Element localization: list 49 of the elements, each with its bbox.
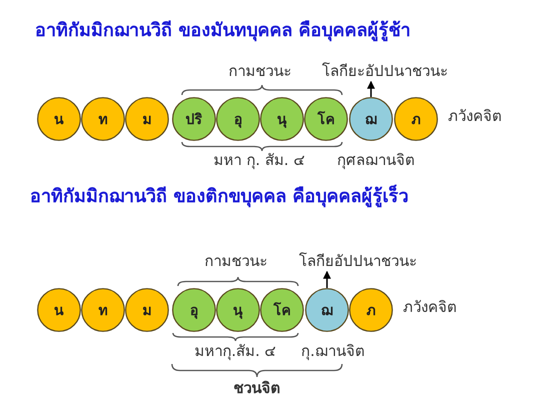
stage-label: ท bbox=[98, 111, 108, 130]
brace-label: กามชวนะ bbox=[228, 62, 292, 81]
side-label: ภวังคจิต bbox=[403, 298, 457, 317]
stage-label: อุ bbox=[234, 111, 242, 130]
stage-label: น bbox=[54, 302, 64, 321]
stage-label: นุ bbox=[277, 111, 287, 130]
stage-circle bbox=[260, 288, 304, 332]
stage-circle bbox=[216, 288, 260, 332]
stage-circle bbox=[37, 288, 81, 332]
stage-circle bbox=[81, 288, 125, 332]
stage-label: อุ bbox=[190, 302, 198, 321]
stage-circle bbox=[125, 97, 169, 141]
stage-label: ภ bbox=[366, 302, 376, 321]
brace-label: มหากุ.สัม. ๔ bbox=[194, 342, 276, 361]
stage-label: ฌ bbox=[321, 302, 333, 321]
stage-label: ม bbox=[142, 111, 152, 130]
side-label: ภวังคจิต bbox=[448, 107, 502, 126]
arrow bbox=[323, 270, 331, 288]
section-heading: อาทิกัมมิกฌานวิถี ของมันทบุคคล คือบุคคลผู้รู้ช้า bbox=[35, 20, 411, 42]
stage-circle bbox=[37, 97, 81, 141]
section-heading: อาทิกัมมิกฌานวิถี ของติกขบุคคล คือบุคคลผู้รู้เร็ว bbox=[30, 186, 409, 208]
stage-label: โค bbox=[318, 110, 334, 130]
arrow bbox=[367, 80, 375, 97]
annotation-text: โลกียอัปปนาชวนะ bbox=[299, 252, 417, 271]
side-label: กุ.ฌานจิต bbox=[301, 342, 365, 361]
stage-circle bbox=[172, 288, 216, 332]
stage-circle bbox=[81, 97, 125, 141]
stage-circle bbox=[216, 97, 260, 141]
side-label: กุศลฌานจิต bbox=[337, 151, 415, 170]
brace-label: ชวนจิต bbox=[234, 379, 280, 398]
brace-label: กามชวนะ bbox=[204, 252, 268, 271]
stage-circle bbox=[349, 288, 393, 332]
stage-label: นุ bbox=[233, 302, 243, 321]
annotation-text: โลกียะอัปปนาชวนะ bbox=[322, 62, 448, 81]
stage-circle bbox=[394, 97, 438, 141]
stage-circle bbox=[125, 288, 169, 332]
stage-circle bbox=[349, 97, 393, 141]
brace-label: มหา กุ. สัม. ๔ bbox=[214, 151, 304, 170]
stage-label: โค bbox=[274, 301, 290, 321]
stage-label: ปริ bbox=[186, 111, 202, 130]
stage-label: ฌ bbox=[365, 111, 377, 130]
stage-label: น bbox=[54, 111, 64, 130]
stage-label: ท bbox=[98, 302, 108, 321]
stage-label: ภ bbox=[412, 111, 420, 130]
stage-circle bbox=[260, 97, 304, 141]
stage-label: ม bbox=[142, 302, 152, 321]
stage-circle bbox=[172, 97, 216, 141]
stage-circle bbox=[304, 97, 348, 141]
stage-circle bbox=[305, 288, 349, 332]
